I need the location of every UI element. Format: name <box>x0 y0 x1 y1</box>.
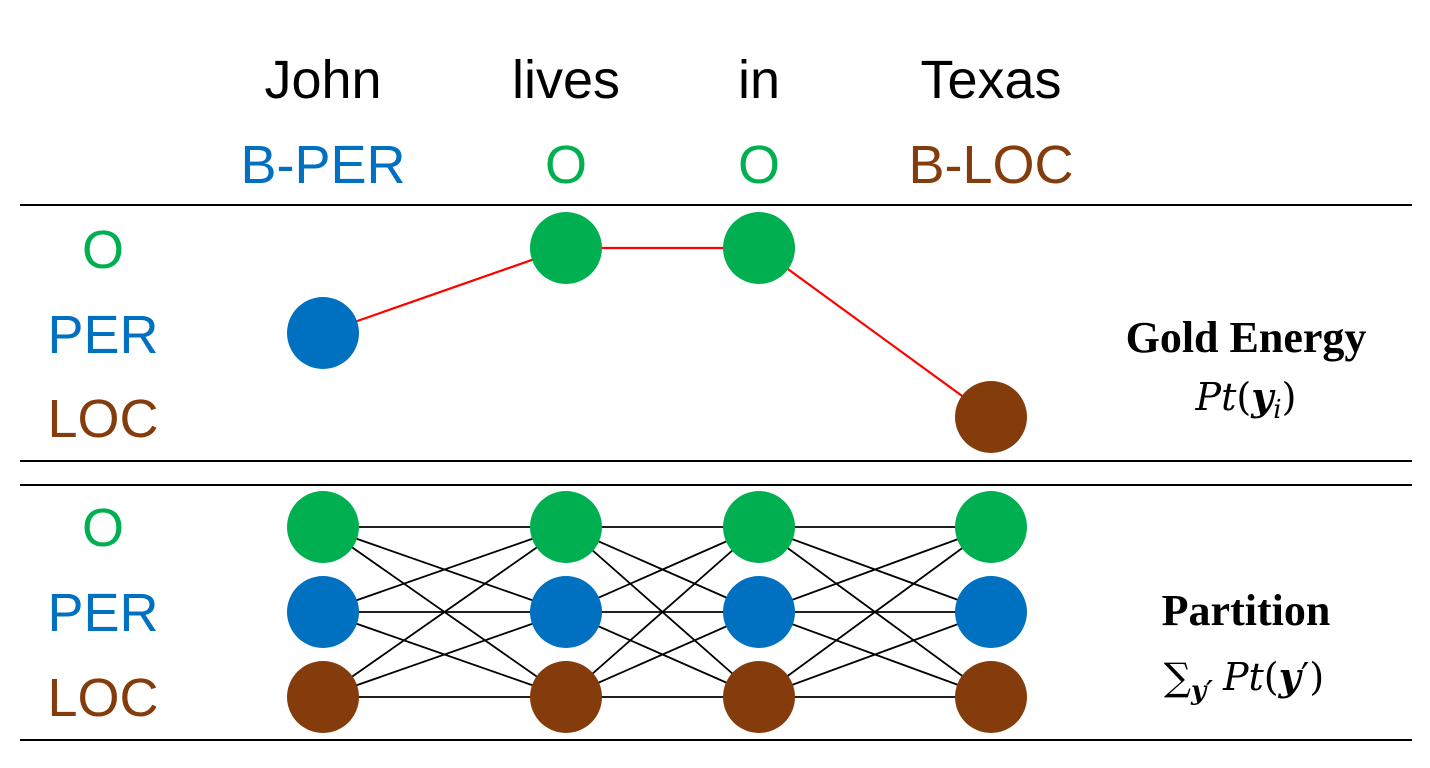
partition-node-0-per <box>287 576 359 648</box>
partition-node-2-loc <box>723 661 795 733</box>
gold-formula-main: Pt <box>1195 375 1238 419</box>
partition-label-o: O <box>82 498 124 558</box>
partition-node-1-loc <box>530 661 602 733</box>
partition-node-2-o <box>723 491 795 563</box>
partition-edge-2-loc-per <box>758 611 992 698</box>
gold-node-2-o <box>723 212 795 284</box>
gold-formula-open: ( <box>1236 375 1251 419</box>
gold-label-per: PER <box>47 305 158 365</box>
partition-formula-main: Pt <box>1222 655 1265 699</box>
gold-row-labels: O PER LOC <box>47 220 158 449</box>
partition-formula: ∑y′Pt(y′) <box>1164 654 1324 706</box>
partition-formula-sum: ∑ <box>1164 655 1191 699</box>
partition-label-loc: LOC <box>47 668 158 728</box>
partition-node-0-o <box>287 491 359 563</box>
partition-formula-prime: ′ <box>1301 655 1310 699</box>
tag-3: B-LOC <box>908 135 1073 195</box>
tag-0: B-PER <box>240 135 405 195</box>
partition-edge-2-per-o <box>758 526 992 613</box>
partition-edge-2-loc-o <box>758 526 992 698</box>
partition-node-1-per <box>530 576 602 648</box>
gold-label-loc: LOC <box>47 389 158 449</box>
gold-node-3-loc <box>955 381 1027 453</box>
partition-title: Partition <box>1162 586 1331 635</box>
partition-node-3-per <box>955 576 1027 648</box>
partition-formula-close: ) <box>1309 655 1324 699</box>
gold-edge-0 <box>322 246 567 335</box>
partition-node-2-per <box>723 576 795 648</box>
partition-row-labels: O PER LOC <box>47 498 158 728</box>
gold-node-1-o <box>530 212 602 284</box>
gold-label-o: O <box>82 220 124 280</box>
partition-node-1-o <box>530 491 602 563</box>
word-2: in <box>738 50 780 110</box>
word-1: lives <box>512 50 620 110</box>
gold-edge-2 <box>758 247 992 418</box>
partition-edge-0-per-o <box>322 526 567 613</box>
panel-rules <box>20 204 1412 741</box>
gold-energy-title: Gold Energy <box>1126 313 1367 362</box>
partition-formula-var: y <box>1278 654 1304 699</box>
partition-edges <box>322 526 992 698</box>
word-3: Texas <box>920 50 1061 110</box>
gold-formula-var: y <box>1250 374 1276 419</box>
partition-edge-1-loc-o <box>565 526 760 698</box>
partition-nodes <box>287 491 1027 733</box>
gold-path <box>322 246 992 418</box>
gold-formula-sub: i <box>1273 395 1281 425</box>
partition-caption: Partition ∑y′Pt(y′) <box>1162 586 1331 706</box>
partition-node-3-loc <box>955 661 1027 733</box>
partition-formula-open: ( <box>1264 655 1279 699</box>
tag-1: O <box>545 135 587 195</box>
sentence-header: John lives in Texas B-PER O O B-LOC <box>240 50 1073 195</box>
partition-label-per: PER <box>47 583 158 643</box>
gold-energy-formula: Pt(yi) <box>1195 374 1297 425</box>
gold-node-0-per <box>287 297 359 369</box>
partition-node-0-loc <box>287 661 359 733</box>
gold-nodes <box>287 212 1027 453</box>
partition-edge-0-loc-o <box>322 526 567 698</box>
partition-node-3-o <box>955 491 1027 563</box>
partition-edge-0-loc-per <box>322 611 567 698</box>
partition-formula-sum-sub: y′ <box>1190 676 1213 706</box>
word-0: John <box>264 50 381 110</box>
gold-formula-close: ) <box>1282 375 1297 419</box>
tag-2: O <box>738 135 780 195</box>
gold-energy-caption: Gold Energy Pt(yi) <box>1126 313 1367 425</box>
